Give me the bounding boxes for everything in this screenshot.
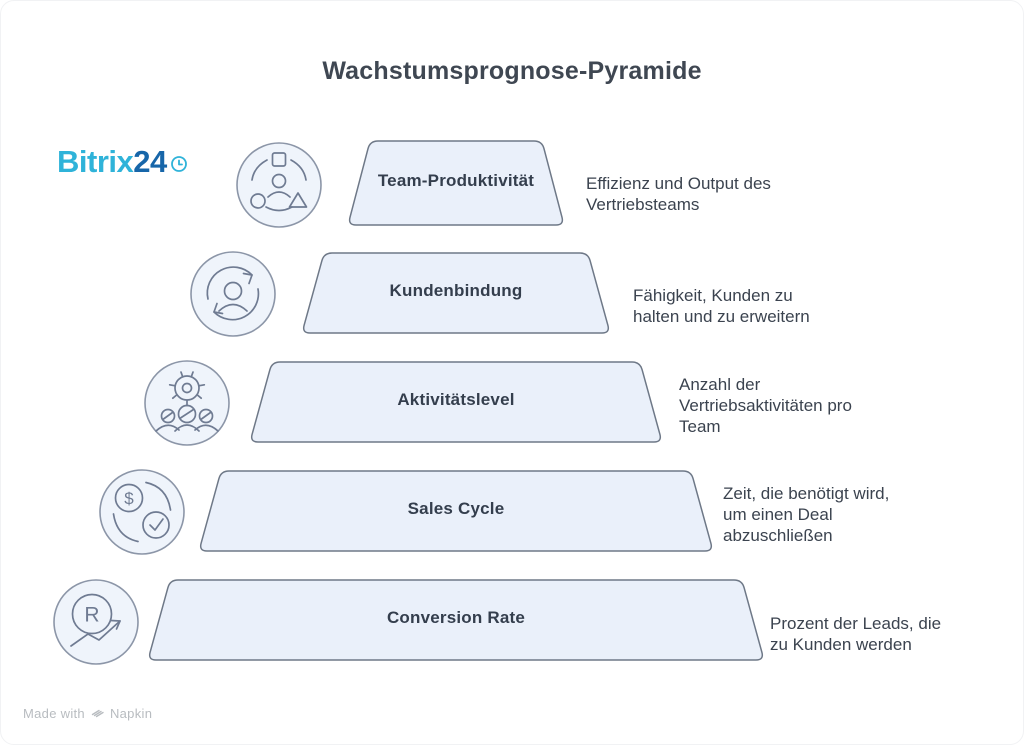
pyramid-level-4-description: Zeit, die benötigt wird, um einen Deal a… [723,484,890,545]
svg-text:R: R [84,604,99,627]
made-with-napkin: Made with Napkin [23,704,152,722]
gear-team-icon [144,360,230,446]
pyramid-level-2-description: Fähigkeit, Kunden zu halten und zu erwei… [633,286,810,326]
pyramid-level-5-description: Prozent der Leads, die zu Kunden werden [770,614,942,654]
pyramid-level-3-description: Anzahl der Vertriebsaktivitäten pro Team [679,375,852,436]
pyramid-level-5-shape [148,579,764,661]
pyramid-level-1-description: Effizienz und Output des Vertriebsteams [586,174,771,214]
pyramid-level-3-label: Aktivitätslevel [397,390,515,409]
pyramid-level-1-shape [348,140,564,226]
page-title: Wachstumsprognose-Pyramide [322,57,702,85]
clock-icon [170,146,188,180]
person-cycle-icon [190,251,276,337]
pyramid-level-1-label: Team-Produktivität [377,171,535,190]
pyramid-level-5-label: Conversion Rate [386,608,526,627]
pyramid-level-2-label: Kundenbindung [389,281,523,300]
team-shapes-icon [236,142,322,228]
rate-arrow-icon: R [53,579,139,665]
napkin-brand: Napkin [109,705,153,721]
pyramid-level-4-shape [199,470,713,552]
pyramid-level-3-shape [250,361,662,443]
pyramid-level-2-shape [302,252,610,334]
dollar-check-cycle-icon: $ [99,469,185,555]
bitrix24-logo-text: Bitrix [57,144,134,179]
napkin-icon [90,704,105,722]
svg-text:$: $ [124,489,134,508]
made-with-label: Made with [23,705,85,721]
pyramid-level-4-label: Sales Cycle [407,499,505,518]
